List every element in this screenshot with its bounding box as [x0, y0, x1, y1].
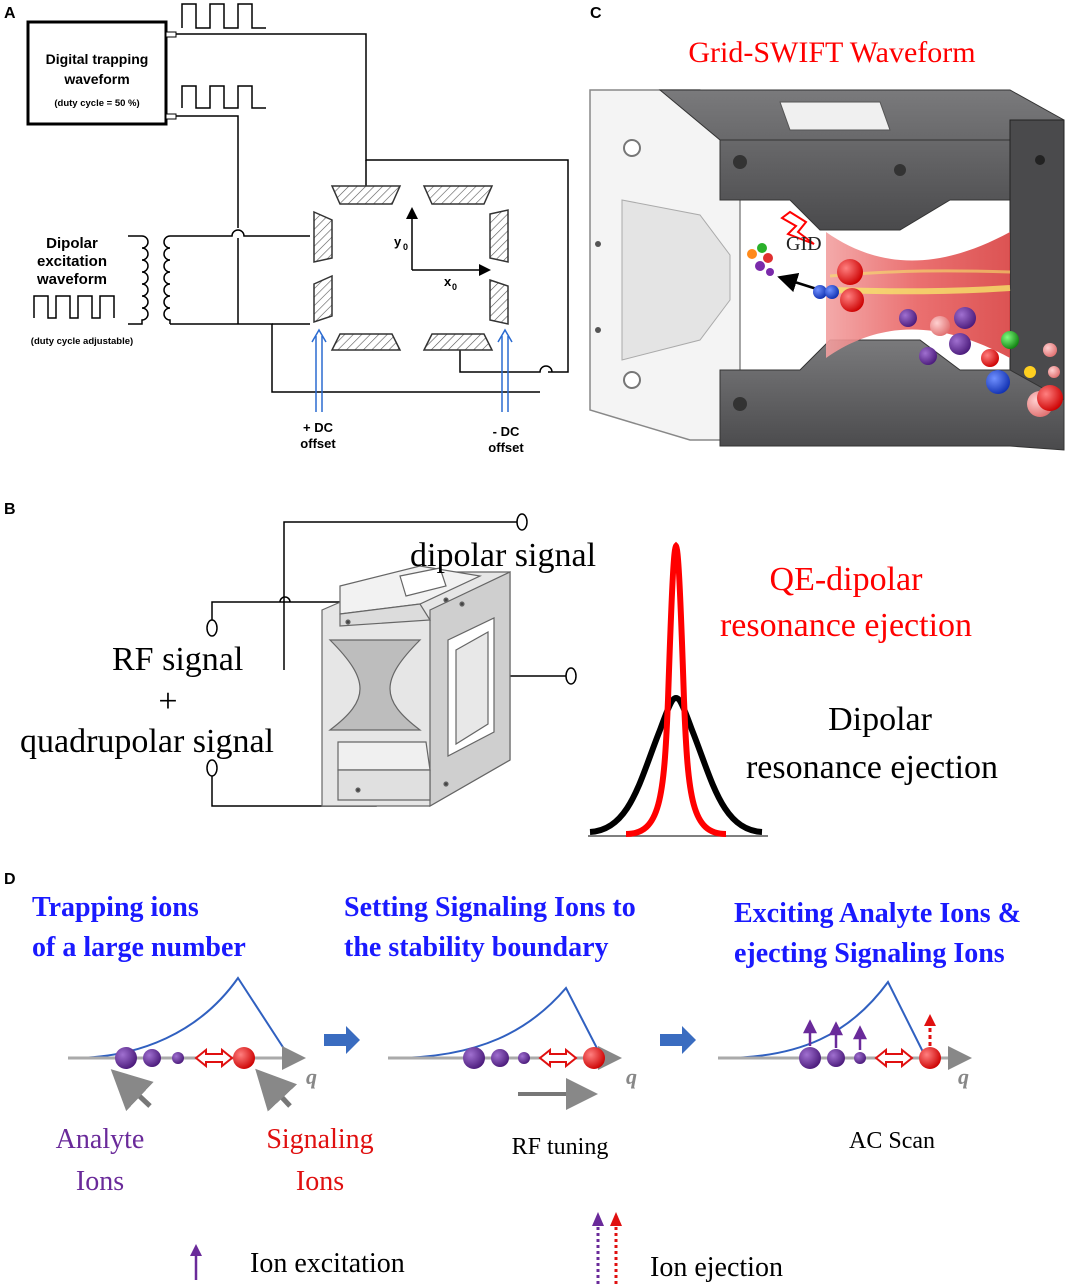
panel-a-letter: A	[4, 5, 16, 22]
dipolar-label-line1: Dipolar	[828, 701, 933, 738]
q-label-3: q	[958, 1064, 969, 1089]
rf-tuning-label: RF tuning	[512, 1134, 609, 1160]
ion-cloud	[747, 243, 1063, 417]
panel-d-letter: D	[4, 871, 16, 888]
dc-plus-line1: + DC	[303, 420, 334, 435]
digital-box-line2: waveform	[63, 71, 129, 87]
step1-line1: Trapping ions	[32, 892, 199, 923]
panel-a: A Digital trapping waveform (duty cycle …	[4, 3, 569, 455]
dc-minus-line1: - DC	[493, 424, 520, 439]
dipolar-curve	[589, 694, 763, 835]
panel-a-wiring	[170, 33, 569, 393]
dipolar-line3: waveform	[36, 271, 107, 288]
dipolar-label-line2: resonance ejection	[746, 749, 998, 786]
dipolar-line2: excitation	[37, 253, 107, 270]
excitation-arrow-icon	[190, 1244, 202, 1256]
x0-sub: 0	[452, 282, 457, 292]
step3-line1: Exciting Analyte Ions &	[734, 898, 1021, 929]
dc-minus-line2: offset	[488, 440, 524, 455]
stage-3: q AC Scan	[718, 980, 972, 1154]
step2-line2: the stability boundary	[344, 932, 609, 963]
ac-scan-label: AC Scan	[849, 1128, 935, 1154]
dipolar-line1: Dipolar	[46, 235, 98, 252]
quadrupolar-signal-label: quadrupolar signal	[20, 723, 274, 760]
gid-lightning-icon	[780, 210, 815, 245]
transformer-icon	[128, 235, 171, 325]
gid-label: GID	[786, 233, 822, 255]
panel-d: D Trapping ions of a large number Settin…	[4, 871, 1021, 1284]
panel-c-title: Grid-SWIFT Waveform	[688, 36, 975, 69]
dipolar-note: (duty cycle adjustable)	[31, 336, 133, 347]
rf-signal-label: RF signal	[112, 641, 243, 678]
digital-box-line1: Digital trapping	[46, 51, 149, 67]
step3-line2: ejecting Signaling Ions	[734, 938, 1005, 969]
digital-waveform-box	[26, 20, 168, 126]
step2-line1: Setting Signaling Ions to	[344, 892, 636, 923]
legend: Ion excitation Ion ejection	[190, 1212, 783, 1284]
q-label-2: q	[626, 1064, 637, 1089]
signaling-line2: Ions	[296, 1166, 344, 1197]
y0-label: y	[394, 234, 402, 249]
legend-ejection: Ion ejection	[650, 1252, 783, 1283]
qe-dipolar-curve	[625, 541, 727, 837]
analyte-line2: Ions	[76, 1166, 124, 1197]
square-wave-bottom	[181, 85, 266, 109]
ejection-arrow-purple-icon	[592, 1212, 604, 1226]
analyte-line1: Analyte	[56, 1124, 145, 1155]
panel-b-letter: B	[4, 501, 16, 518]
digital-box-line3: (duty cycle = 50 %)	[54, 98, 139, 109]
dipolar-square-wave	[33, 295, 115, 319]
qe-label-line1: QE-dipolar	[770, 561, 924, 598]
y0-sub: 0	[403, 242, 408, 252]
panel-b: B d	[4, 501, 998, 837]
step-arrow-2	[660, 1026, 696, 1054]
bottom-electrode	[719, 339, 1065, 451]
x0-label: x	[444, 274, 452, 289]
step1-line2: of a large number	[32, 932, 246, 963]
square-wave-top	[181, 3, 266, 29]
panel-c: C Grid-SWIFT Waveform GID	[589, 5, 1065, 451]
stage-2: q RF tuning	[388, 986, 637, 1160]
ejection-arrow-red-icon	[610, 1212, 622, 1226]
ion-trap-device	[321, 565, 511, 808]
dipolar-signal-label: dipolar signal	[410, 537, 596, 574]
panel-c-letter: C	[590, 5, 602, 22]
qe-label-line2: resonance ejection	[720, 607, 972, 644]
q-label-1: q	[306, 1064, 317, 1089]
step-arrow-1	[324, 1026, 360, 1054]
legend-excitation: Ion excitation	[250, 1248, 405, 1279]
electrodes	[313, 185, 509, 351]
top-electrode	[658, 89, 1065, 231]
dc-plus-line2: offset	[300, 436, 336, 451]
plus-label: +	[158, 683, 177, 720]
stage-1: q	[68, 976, 317, 1112]
signaling-line1: Signaling	[266, 1124, 373, 1155]
